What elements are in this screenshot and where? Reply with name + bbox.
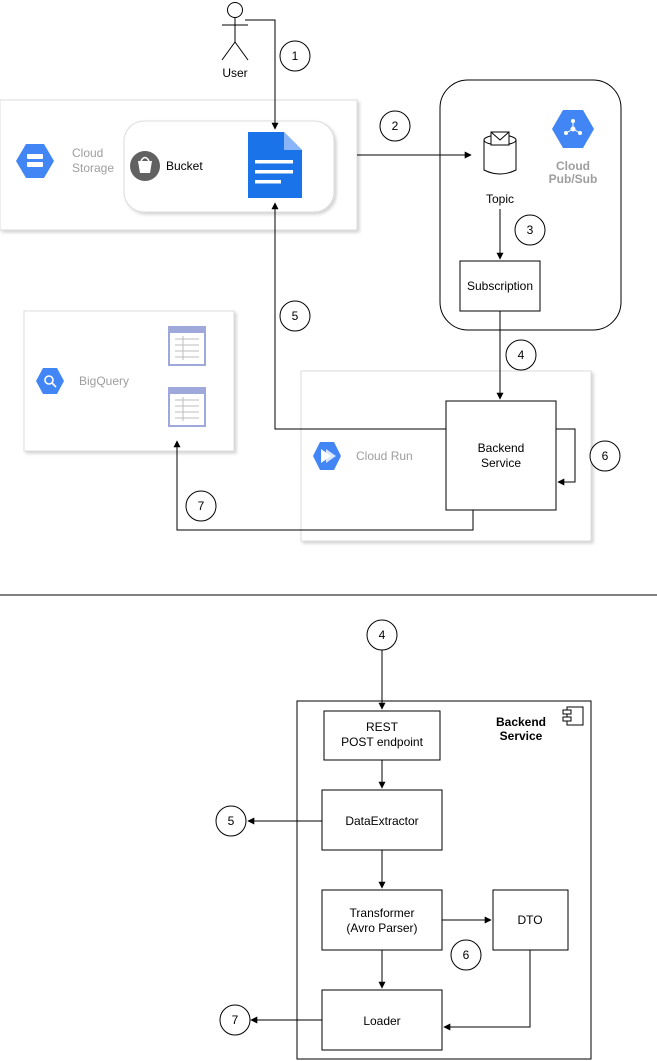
backend-service-label-line2: Service	[481, 456, 521, 470]
step-circle: 6	[450, 939, 482, 971]
arrow-dto-to-loader	[443, 950, 531, 1031]
file-icon	[248, 132, 302, 198]
topic-label: Topic	[486, 192, 514, 206]
bottom-connectors	[247, 650, 531, 1031]
transformer-label-line1: Transformer	[350, 906, 415, 920]
bigquery-icon	[36, 368, 64, 394]
bucket-label: Bucket	[166, 159, 203, 173]
cloud-run-icon	[313, 442, 341, 470]
bucket-panel: Bucket	[123, 120, 335, 213]
top-connectors	[173, 19, 576, 531]
step-circle: 7	[185, 490, 217, 522]
cloud-run-label: Cloud Run	[356, 449, 413, 463]
step-circle: 3	[514, 214, 546, 246]
loader-label: Loader	[363, 1014, 400, 1028]
subscription-label: Subscription	[467, 279, 533, 293]
step-circle: 4	[505, 339, 537, 371]
loader-box	[321, 989, 443, 1051]
bigquery-label: BigQuery	[79, 374, 129, 388]
pubsub-label-line2: Pub/Sub	[549, 172, 598, 186]
step-circle: 7	[219, 1004, 251, 1036]
transformer-label-line2: (Avro Parser)	[346, 921, 417, 935]
step-circle: 6	[589, 440, 621, 472]
table-icon	[168, 387, 206, 427]
step-circle: 5	[215, 805, 247, 837]
arrow-backend-self-loop	[556, 428, 576, 486]
step-number: 3	[527, 223, 534, 237]
step-number: 2	[392, 119, 399, 133]
component-icon	[562, 706, 584, 726]
step-circle: 4	[366, 619, 398, 651]
step-circle: 5	[279, 300, 311, 332]
pubsub-icon	[552, 110, 594, 148]
step-number: 4	[518, 348, 525, 362]
rest-endpoint-label-line2: POST endpoint	[341, 735, 423, 749]
arrow-user-to-file	[245, 19, 279, 130]
component-label-line1: Backend	[496, 715, 546, 729]
pubsub-label-line1: Cloud	[556, 159, 590, 173]
bucket-icon	[130, 151, 160, 181]
transformer-box	[321, 889, 443, 951]
backend-service-box	[445, 400, 557, 511]
user-actor	[221, 2, 249, 61]
step-number: 5	[292, 309, 299, 323]
step-number: 1	[292, 49, 299, 63]
arrow-backend-to-table	[173, 440, 474, 531]
dto-label: DTO	[517, 913, 542, 927]
step-number: 6	[463, 948, 470, 962]
arrow-backend-to-file	[271, 202, 446, 430]
cloud-storage-label-line1: Cloud	[72, 146, 103, 160]
component-label-line2: Service	[500, 729, 543, 743]
step-circle: 2	[379, 110, 411, 142]
rest-endpoint-label-line1: REST	[366, 720, 399, 734]
user-label: User	[222, 66, 247, 80]
step-number: 4	[379, 628, 386, 642]
step-number: 7	[198, 499, 205, 513]
step-circle: 1	[279, 40, 311, 72]
step-number: 6	[602, 449, 609, 463]
backend-service-label-line1: Backend	[478, 441, 525, 455]
step-number: 7	[232, 1013, 239, 1027]
step-number: 5	[228, 814, 235, 828]
cloud-storage-icon	[16, 144, 54, 178]
data-extractor-label: DataExtractor	[345, 814, 418, 828]
topic-icon	[483, 131, 517, 175]
cloud-storage-label-line2: Storage	[72, 161, 114, 175]
rest-endpoint-box	[323, 710, 441, 761]
table-icon	[168, 326, 206, 366]
